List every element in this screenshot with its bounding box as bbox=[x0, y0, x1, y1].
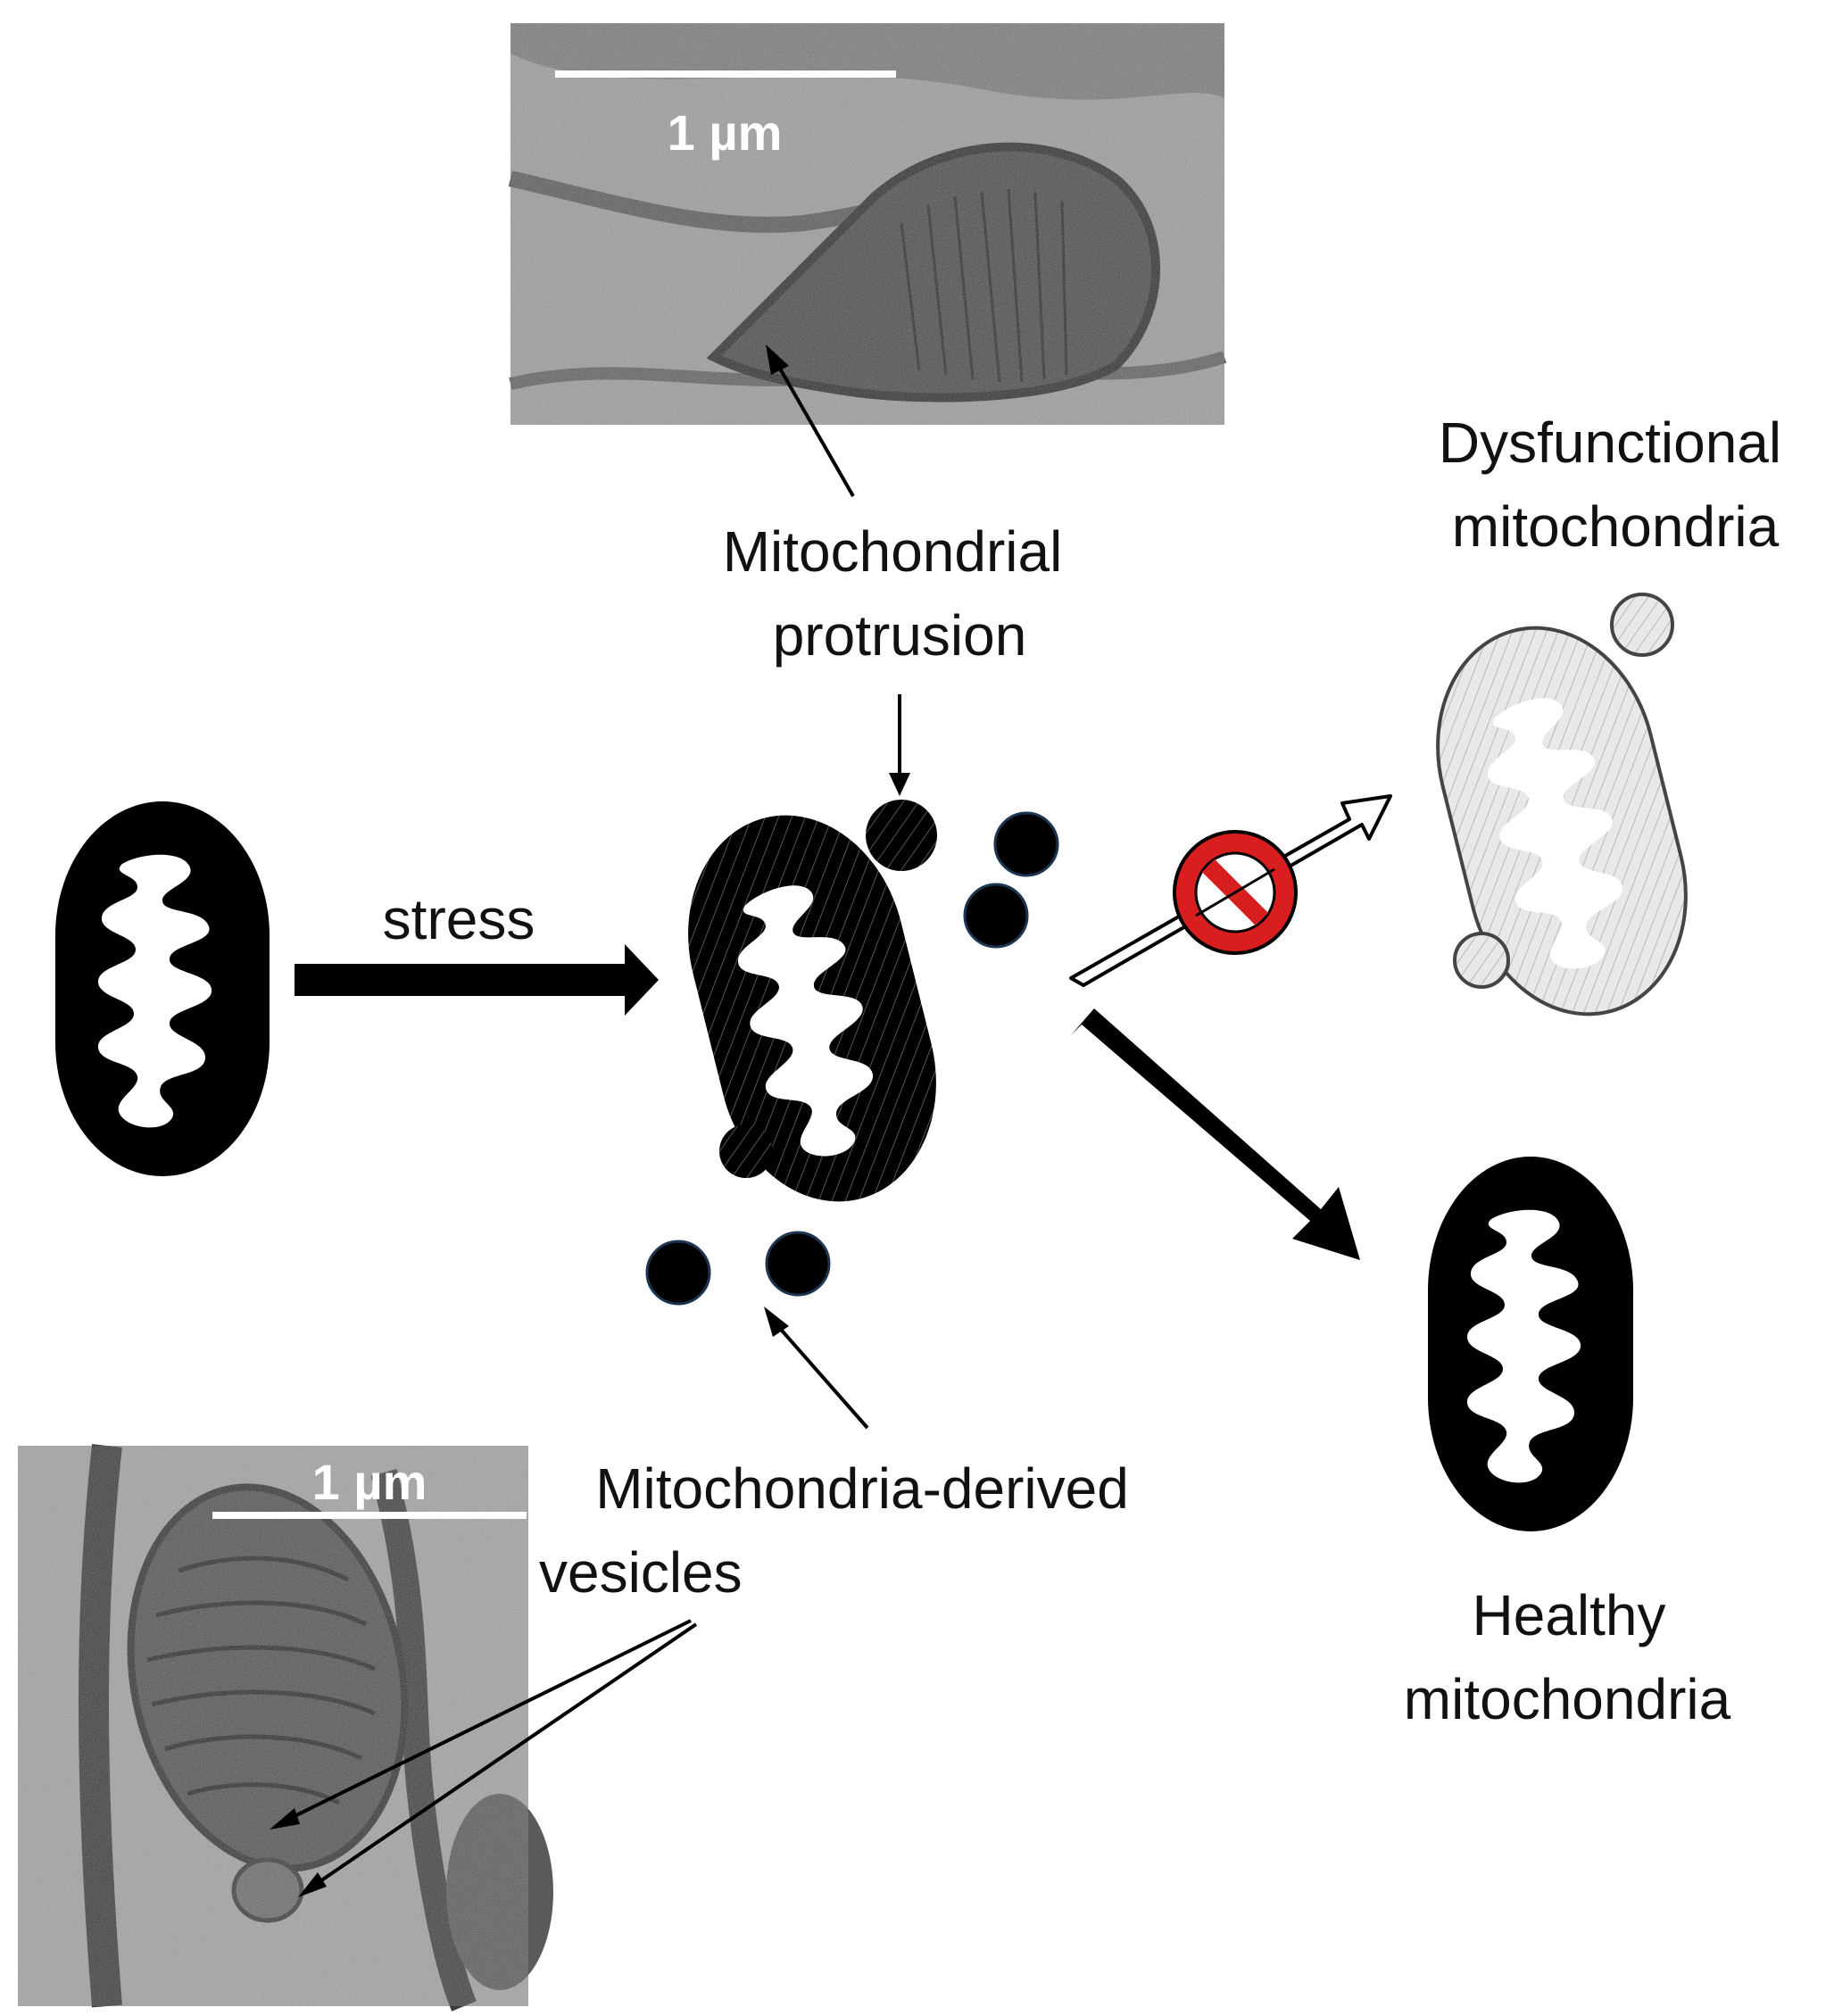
initial-mitochondrion bbox=[55, 801, 270, 1176]
stress-arrow bbox=[295, 944, 659, 1016]
stressed-mitochondrion bbox=[688, 815, 936, 1202]
stress-label: stress bbox=[383, 887, 535, 951]
protrusion-pointer-arrow bbox=[889, 694, 910, 796]
dysfunctional-label-line2: mitochondria bbox=[1452, 494, 1780, 559]
top-scale-bar-label: 1 µm bbox=[668, 104, 783, 161]
mdv-label-line2: vesicles bbox=[539, 1540, 743, 1605]
bottom-scale-bar bbox=[212, 1512, 527, 1519]
healthy-label-line2: mitochondria bbox=[1404, 1667, 1731, 1731]
no-entry-icon bbox=[1173, 830, 1298, 955]
healthy-mitochondrion bbox=[1428, 1157, 1633, 1531]
bottom-micrograph: 1 µm bbox=[18, 1444, 698, 2012]
micrograph-vesicle-arrows bbox=[270, 1619, 698, 1897]
healthy-label-line1: Healthy bbox=[1473, 1583, 1666, 1647]
dysfunctional-mitochondrion bbox=[1436, 626, 1688, 1016]
top-micrograph-pointer-arrow bbox=[766, 344, 855, 497]
protrusion-bulge-top bbox=[866, 800, 937, 871]
bottom-scale-bar-label: 1 µm bbox=[312, 1454, 427, 1510]
protrusion-label-line2: protrusion bbox=[773, 603, 1027, 668]
dysfunctional-label-line1: Dysfunctional bbox=[1439, 411, 1781, 475]
vesicle bbox=[993, 811, 1059, 877]
protrusion-bulge-bottom bbox=[719, 1124, 773, 1178]
dysfunctional-bulge-bottom bbox=[1453, 932, 1510, 989]
mdv-label-line1: Mitochondria-derived bbox=[595, 1456, 1129, 1521]
vesicles-group bbox=[645, 811, 1059, 1306]
vesicle bbox=[963, 883, 1029, 949]
vesicle bbox=[645, 1240, 711, 1306]
dysfunctional-bulge-top bbox=[1610, 593, 1674, 657]
vesicle bbox=[765, 1231, 831, 1297]
vesicles-pointer-arrow bbox=[764, 1307, 869, 1430]
protrusion-label-line1: Mitochondrial bbox=[723, 519, 1063, 584]
top-micrograph: 1 µm bbox=[508, 23, 1227, 425]
recovery-arrow bbox=[1071, 1008, 1360, 1260]
top-scale-bar bbox=[555, 71, 896, 78]
